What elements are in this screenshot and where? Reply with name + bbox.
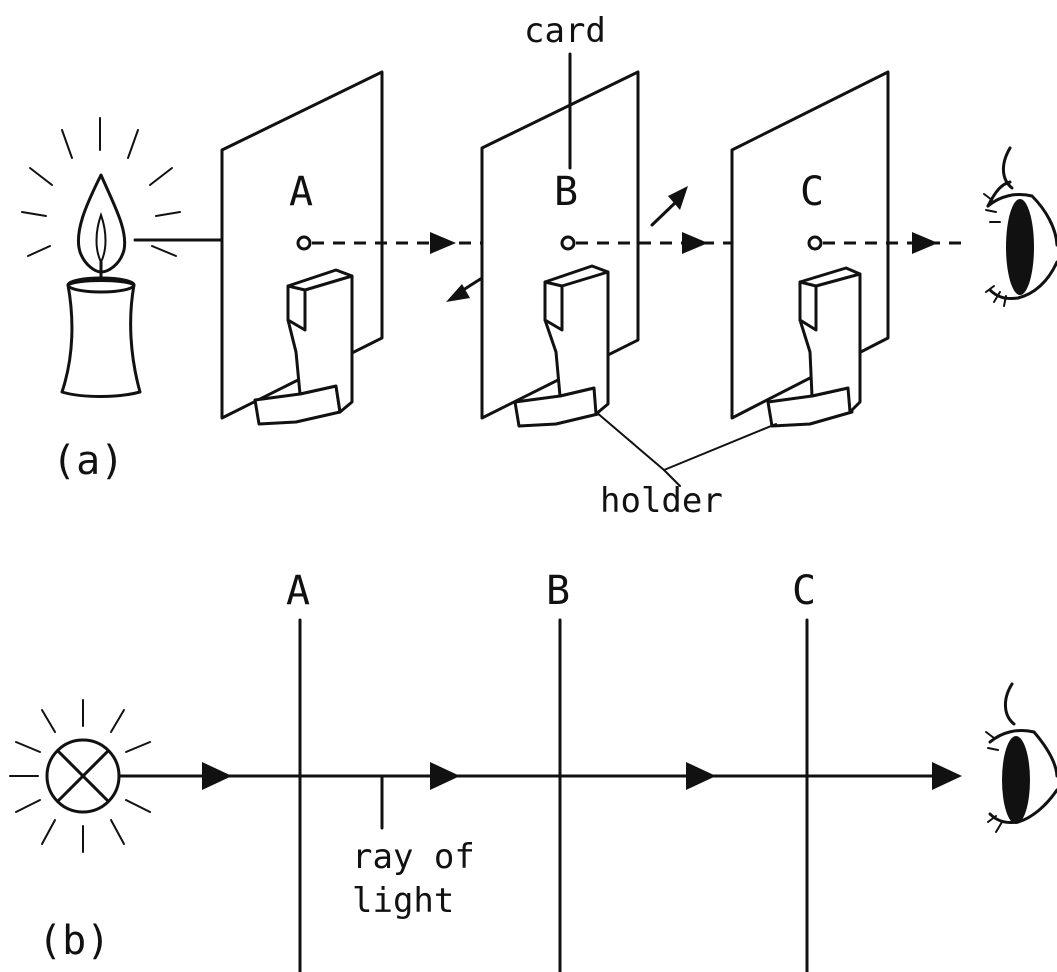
arrow-b-c	[682, 232, 708, 254]
card-b-letter: B	[554, 169, 578, 215]
card-b-move-arrows	[446, 186, 688, 302]
figure-a: A B C	[21, 11, 1057, 521]
candle-icon	[21, 117, 181, 398]
card-a: A	[220, 70, 384, 426]
pinhole-a	[296, 235, 312, 251]
bulb-icon	[9, 699, 151, 853]
figure-b: A B C ray of light (b)	[9, 568, 1057, 972]
holder-label-leaders	[595, 411, 777, 487]
holder-c	[766, 266, 862, 428]
holder-b	[513, 264, 610, 428]
ray-arrow-2	[430, 762, 460, 790]
screen-b-letter: B	[546, 568, 570, 614]
eye-icon-b	[985, 682, 1057, 833]
arrow-a-b	[430, 232, 456, 254]
ray-label-line1: ray of	[352, 837, 475, 877]
eye-icon	[983, 146, 1057, 307]
card-b: B	[480, 70, 640, 428]
ray-arrow-3	[686, 762, 716, 790]
card-label: card	[524, 11, 606, 51]
ray-arrow-1	[202, 762, 232, 790]
arrow-c-eye	[912, 232, 938, 254]
panel-label-b: (b)	[38, 918, 110, 964]
card-c-letter: C	[800, 169, 824, 215]
holder-label: holder	[600, 481, 723, 521]
screen-a-letter: A	[286, 568, 310, 614]
pinhole-c	[807, 235, 823, 251]
holder-a	[253, 268, 354, 426]
ray-label-line2: light	[352, 881, 454, 921]
screen-c-letter: C	[792, 568, 816, 614]
ray-arrow-4	[932, 762, 962, 790]
panel-label-a: (a)	[52, 438, 124, 484]
card-c: C	[730, 70, 890, 428]
pinhole-b	[560, 235, 576, 251]
card-a-letter: A	[289, 169, 313, 215]
